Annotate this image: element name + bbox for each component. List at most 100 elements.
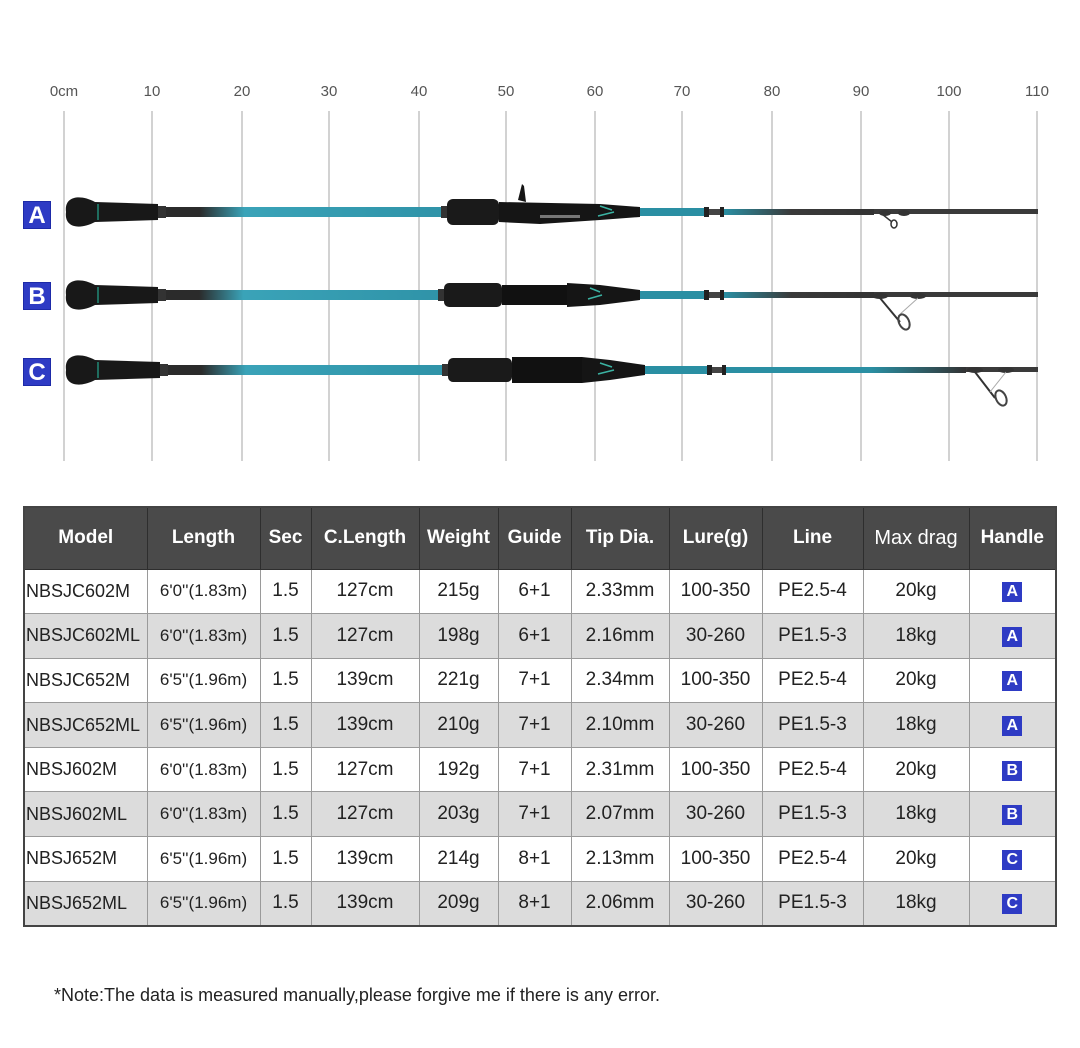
cell-model: NBSJ602M — [23, 746, 148, 793]
ruler-tick-label: 0cm — [49, 83, 79, 100]
cell-line: PE1.5-3 — [761, 791, 864, 838]
ruler-gridline — [948, 111, 950, 461]
cell-weight: 215g — [418, 568, 499, 615]
handle-badge: B — [1002, 760, 1023, 781]
cell-lure: 100-350 — [668, 746, 763, 793]
cell-max-drag: 20kg — [862, 568, 970, 615]
cell-guide: 7+1 — [497, 791, 572, 838]
ruler-tick-label: 40 — [410, 83, 428, 100]
cell-line: PE2.5-4 — [761, 657, 864, 704]
cell-max-drag: 18kg — [862, 613, 970, 659]
header-weight: Weight — [418, 506, 499, 570]
ruler-gridline — [860, 111, 862, 461]
ruler-tick-label: 20 — [233, 83, 251, 100]
ruler-tick-label: 100 — [936, 83, 962, 100]
rod-b-illustration — [0, 266, 1080, 331]
handle-badge: A — [1002, 716, 1023, 737]
handle-badge: B — [1002, 805, 1023, 826]
cell-sec: 1.5 — [259, 657, 312, 704]
cell-handle: C — [968, 836, 1057, 882]
cell-c-length: 139cm — [310, 657, 420, 704]
cell-model: NBSJC652ML — [23, 702, 148, 748]
cell-tip-dia: 2.33mm — [570, 568, 670, 615]
cell-max-drag: 20kg — [862, 657, 970, 704]
spec-table: Model Length Sec C.Length Weight Guide T… — [23, 506, 1057, 927]
rod-c-illustration — [0, 340, 1080, 407]
disclaimer-note: *Note:The data is measured manually,plea… — [54, 985, 660, 1005]
cell-lure: 30-260 — [668, 880, 763, 927]
header-model: Model — [23, 506, 148, 570]
header-guide: Guide — [497, 506, 572, 570]
cell-guide: 7+1 — [497, 657, 572, 704]
cell-handle: A — [968, 657, 1057, 704]
cell-handle: A — [968, 702, 1057, 748]
cell-sec: 1.5 — [259, 613, 312, 659]
cell-model: NBSJ652ML — [23, 880, 148, 927]
cell-c-length: 139cm — [310, 880, 420, 927]
cell-length: 6'0''(1.83m) — [146, 791, 261, 838]
cell-lure: 30-260 — [668, 791, 763, 838]
cell-weight: 210g — [418, 702, 499, 748]
handle-badge: C — [1002, 849, 1023, 870]
header-length: Length — [146, 506, 261, 570]
cell-max-drag: 20kg — [862, 746, 970, 793]
cell-lure: 30-260 — [668, 613, 763, 659]
rod-label-c: C — [23, 358, 51, 386]
cell-guide: 8+1 — [497, 880, 572, 927]
rod-a-illustration — [0, 182, 1080, 242]
cell-line: PE2.5-4 — [761, 836, 864, 882]
cell-c-length: 139cm — [310, 702, 420, 748]
ruler-tick-label: 60 — [586, 83, 604, 100]
cell-model: NBSJC602M — [23, 568, 148, 615]
handle-badge: A — [1002, 582, 1023, 603]
ruler-gridline — [681, 111, 683, 461]
cell-sec: 1.5 — [259, 702, 312, 748]
cell-length: 6'5''(1.96m) — [146, 836, 261, 882]
ruler-gridline — [1036, 111, 1038, 461]
cell-tip-dia: 2.16mm — [570, 613, 670, 659]
cell-max-drag: 18kg — [862, 702, 970, 748]
header-max-drag: Max drag — [862, 506, 970, 570]
cell-model: NBSJ652M — [23, 836, 148, 882]
cell-sec: 1.5 — [259, 746, 312, 793]
cell-weight: 198g — [418, 613, 499, 659]
cell-weight: 221g — [418, 657, 499, 704]
cell-length: 6'0''(1.83m) — [146, 613, 261, 659]
cell-tip-dia: 2.34mm — [570, 657, 670, 704]
cell-sec: 1.5 — [259, 568, 312, 615]
header-lure: Lure(g) — [668, 506, 763, 570]
table-header-row: Model Length Sec C.Length Weight Guide T… — [23, 506, 1057, 570]
ruler-gridline — [63, 111, 65, 461]
ruler-gridline — [328, 111, 330, 461]
cell-handle: B — [968, 746, 1057, 793]
ruler-gridline — [418, 111, 420, 461]
cell-c-length: 127cm — [310, 568, 420, 615]
ruler-gridline — [151, 111, 153, 461]
ruler-tick-label: 10 — [143, 83, 161, 100]
cell-length: 6'0''(1.83m) — [146, 746, 261, 793]
cell-length: 6'0''(1.83m) — [146, 568, 261, 615]
cell-length: 6'5''(1.96m) — [146, 657, 261, 704]
cell-weight: 214g — [418, 836, 499, 882]
rod-label-b: B — [23, 282, 51, 310]
cell-c-length: 139cm — [310, 836, 420, 882]
cell-model: NBSJ602ML — [23, 791, 148, 838]
cell-line: PE1.5-3 — [761, 613, 864, 659]
cell-tip-dia: 2.31mm — [570, 746, 670, 793]
ruler-tick-label: 80 — [763, 83, 781, 100]
rod-label-a: A — [23, 201, 51, 229]
cell-max-drag: 18kg — [862, 880, 970, 927]
cell-guide: 8+1 — [497, 836, 572, 882]
cell-length: 6'5''(1.96m) — [146, 702, 261, 748]
cell-sec: 1.5 — [259, 791, 312, 838]
ruler-tick-label: 90 — [852, 83, 870, 100]
cell-tip-dia: 2.13mm — [570, 836, 670, 882]
cell-line: PE1.5-3 — [761, 880, 864, 927]
cell-handle: B — [968, 791, 1057, 838]
